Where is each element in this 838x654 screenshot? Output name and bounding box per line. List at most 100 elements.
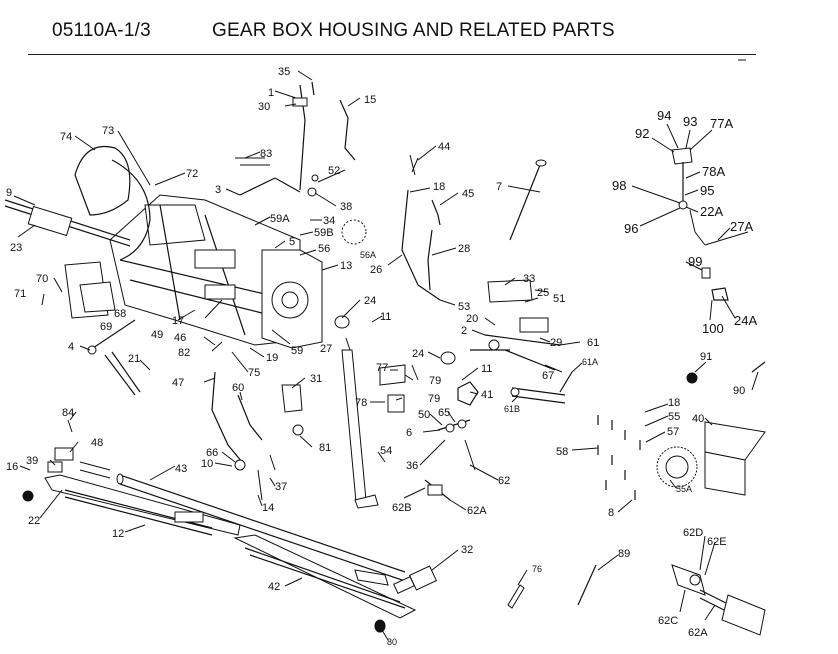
- callout: 59: [291, 345, 303, 357]
- callout: 79: [429, 375, 441, 387]
- fork-61A-61B: [510, 371, 573, 404]
- callout: 4: [68, 341, 74, 353]
- key-76: [507, 584, 525, 609]
- ring-55A-inner: [665, 455, 689, 479]
- callout: 24: [364, 295, 376, 307]
- callout: 65: [438, 407, 450, 419]
- callout: 62C: [658, 615, 678, 627]
- joint-62: [671, 564, 766, 636]
- callout: 24A: [734, 313, 757, 328]
- mid-linkage: [437, 381, 479, 471]
- part-number: 05110A-1/3: [52, 20, 151, 41]
- callout: 62A: [467, 505, 487, 517]
- callout: 30: [258, 101, 270, 113]
- callout: 14: [262, 502, 274, 514]
- callout: 39: [26, 455, 38, 467]
- shaft-43: [79, 461, 406, 582]
- callout: 56: [318, 243, 330, 255]
- callout: 68: [114, 308, 126, 320]
- callout: 22A: [700, 204, 723, 219]
- callout: 5: [289, 236, 295, 248]
- callout: 41: [481, 389, 493, 401]
- callout: 38: [340, 201, 352, 213]
- callout: 11: [380, 311, 391, 323]
- callout: 12: [112, 528, 124, 540]
- callout: 62E: [707, 536, 727, 548]
- callout: 60: [232, 382, 244, 394]
- callout: 48: [91, 437, 103, 449]
- input-shaft: [4, 199, 131, 247]
- callout: 62: [498, 475, 510, 487]
- callout: 42: [268, 581, 280, 593]
- callout: 21: [128, 353, 140, 365]
- bolt-89: [577, 564, 597, 606]
- callout: 51: [553, 293, 565, 305]
- callout: 50: [418, 409, 430, 421]
- leader-lines: [13, 70, 759, 641]
- callout: 91: [700, 351, 712, 363]
- rail-42: [233, 534, 417, 619]
- callout: 54: [380, 445, 392, 457]
- callout: 79: [428, 393, 440, 405]
- callout: 23: [10, 242, 22, 254]
- callout: 11: [481, 363, 492, 375]
- lower-small-parts: [234, 454, 276, 501]
- callout: 94: [657, 108, 671, 123]
- callout: 76: [532, 564, 542, 574]
- callout: 3: [215, 184, 221, 196]
- callout: 16: [6, 461, 18, 473]
- callout: 69: [100, 321, 112, 333]
- callout: 28: [458, 243, 470, 255]
- callout: 47: [172, 377, 184, 389]
- callout: 31: [310, 373, 322, 385]
- callout: 53: [458, 301, 470, 313]
- callout: 66: [206, 447, 218, 459]
- callout: 61B: [504, 404, 520, 414]
- callout: 78: [355, 397, 367, 409]
- callout: 40: [692, 413, 704, 425]
- callout: 24: [412, 348, 424, 360]
- callout: 72: [186, 168, 198, 180]
- callout: 89: [618, 548, 630, 560]
- ring-56A: [341, 219, 367, 245]
- callout: 95: [700, 183, 714, 198]
- callout: 99: [688, 254, 702, 269]
- sheet-header: 05110A-1/3 GEAR BOX HOUSING AND RELATED …: [0, 0, 838, 58]
- shift-lever-rod: [87, 319, 141, 396]
- callout: 73: [102, 125, 114, 137]
- callout: 62B: [392, 502, 412, 514]
- callout: 77A: [710, 116, 733, 131]
- title-rule: [28, 54, 756, 55]
- handle-assembly: [671, 147, 766, 384]
- callout: 15: [364, 94, 376, 106]
- callout: 61: [587, 337, 599, 349]
- long-lever-27: [341, 337, 379, 509]
- callout: 10: [201, 458, 213, 470]
- ring-24-upper: [334, 315, 350, 329]
- gearbox-housing: [74, 146, 323, 349]
- callout: 22: [28, 515, 40, 527]
- callout: 1: [268, 87, 274, 99]
- callout: 18: [668, 397, 680, 409]
- callout: 36: [406, 460, 418, 472]
- callout: 25: [537, 287, 549, 299]
- dipstick: [509, 159, 547, 241]
- callout: 100: [702, 321, 724, 336]
- callout: 57: [667, 426, 679, 438]
- callout: 82: [178, 347, 190, 359]
- bolt-cluster: [597, 415, 641, 500]
- callout: 35: [278, 66, 290, 78]
- callout: 84: [62, 407, 74, 419]
- callout: 32: [461, 544, 473, 556]
- callout: 96: [624, 221, 638, 236]
- callout: 2: [461, 325, 467, 337]
- callout: 74: [60, 131, 72, 143]
- callout: 9: [6, 187, 12, 199]
- link-62A-62B: [424, 479, 451, 501]
- ring-24-lower: [440, 351, 456, 365]
- callout: 59A: [270, 213, 290, 225]
- callout: 20: [466, 313, 478, 325]
- callout: 17: [172, 315, 184, 327]
- callout: 58: [556, 446, 568, 458]
